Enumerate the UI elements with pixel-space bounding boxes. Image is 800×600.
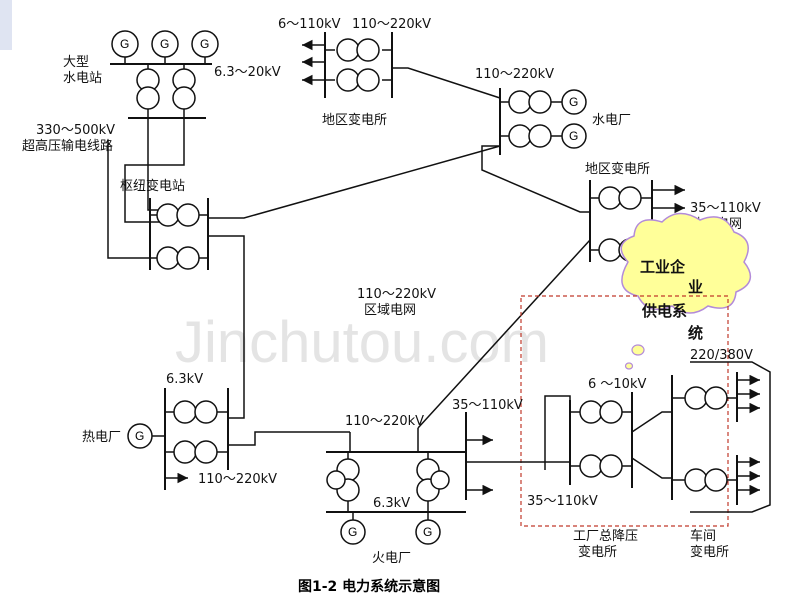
factory-dashed-boundary: [520, 295, 729, 527]
transformer-icon: [173, 440, 218, 464]
label-thermal-plant: 热电厂: [82, 430, 121, 445]
cloud-text-4: 统: [688, 324, 703, 342]
svg-text:G: G: [423, 525, 432, 539]
svg-text:G: G: [120, 37, 129, 51]
hydro-power-plant: G G: [499, 88, 587, 155]
generator-icon: G: [340, 519, 366, 545]
transformer-icon: [684, 468, 728, 492]
svg-text:G: G: [348, 525, 357, 539]
transformer-icon: [156, 246, 200, 270]
cloud-text-1: 工业企: [640, 258, 686, 276]
label-ehv-2: 超高压输电线路: [22, 138, 113, 154]
svg-text:G: G: [160, 37, 169, 51]
label-regional-top-v1: 6～110kV: [278, 17, 341, 32]
label-thermal-v2: 110～220kV: [198, 472, 277, 487]
svg-text:G: G: [569, 95, 578, 109]
label-regional-right: 地区变电所: [585, 161, 650, 177]
label-fire-out-voltage: 35～110kV: [452, 398, 523, 413]
generator-icon: G: [111, 30, 139, 58]
label-factory-main-2: 变电所: [578, 544, 617, 560]
label-regional-grid-1: 110～220kV: [357, 287, 436, 302]
label-factory-v2: 220/380V: [690, 348, 753, 363]
label-large-hydro-1: 大型: [63, 55, 89, 70]
transformer-icon: [156, 203, 200, 227]
label-factory-v1: 6 ～10kV: [588, 377, 646, 392]
generator-icon: G: [561, 123, 587, 149]
hub-substation: [149, 198, 209, 270]
generator-icon: G: [191, 30, 219, 58]
generator-icon: G: [415, 519, 441, 545]
cloud-text-3: 供电系: [641, 302, 687, 320]
transformer-icon: [579, 400, 623, 424]
svg-text:G: G: [569, 129, 578, 143]
label-factory-main-1: 工厂总降压: [573, 529, 638, 544]
label-workshop-1: 车间: [690, 528, 716, 544]
label-hydro-plant: 水电厂: [592, 113, 631, 128]
label-workshop-2: 变电所: [690, 544, 729, 560]
label-fire-bus-voltage: 110～220kV: [345, 414, 424, 429]
transformer-icon: [336, 68, 380, 92]
transformer-icon: [579, 454, 623, 478]
generator-icon: G: [127, 423, 153, 449]
transformer-icon: [136, 68, 160, 110]
generator-icon: G: [151, 30, 179, 58]
thermal-heat-plant: G: [127, 388, 229, 490]
factory-main-substation: [544, 392, 672, 488]
label-regional-top: 地区变电所: [322, 112, 387, 128]
label-regional-grid-2: 区域电网: [364, 303, 416, 318]
label-fire-gen-voltage: 6.3kV: [373, 496, 410, 511]
label-large-hydro-2: 水电站: [63, 71, 102, 86]
svg-text:G: G: [200, 37, 209, 51]
figure-caption: 图1-2 电力系统示意图: [298, 578, 440, 595]
label-regional-top-v2: 110～220kV: [352, 17, 431, 32]
transformer-icon: [598, 186, 642, 210]
watermark-text: Jinchutou.com: [175, 310, 549, 375]
large-hydro-station: G G G: [110, 30, 219, 119]
label-hydro-voltage: 6.3～20kV: [214, 65, 281, 80]
svg-text:G: G: [135, 429, 144, 443]
cloud-text-2: 业: [688, 278, 703, 296]
label-regional-right-v1: 35～110kV: [690, 201, 761, 216]
transformer-icon: [172, 68, 196, 110]
label-ehv-1: 330～500kV: [36, 123, 115, 138]
regional-substation-top: [302, 32, 393, 98]
label-hydro-plant-voltage: 110～220kV: [475, 67, 554, 82]
slide-corner-accent: [0, 0, 12, 50]
fire-power-plant: G G: [326, 412, 570, 545]
transformer-icon: [684, 386, 728, 410]
label-factory-v3: 35～110kV: [527, 494, 598, 509]
industrial-supply-cloud: [620, 212, 752, 370]
transformer-icon: [508, 90, 552, 114]
transformer-icon: [508, 124, 552, 148]
transformer-icon: [416, 458, 450, 502]
label-thermal-v1: 6.3kV: [166, 372, 203, 387]
transformer-icon: [326, 458, 360, 502]
workshop-substation: [671, 361, 771, 513]
transformer-icon: [173, 400, 218, 424]
label-fire-plant: 火电厂: [372, 551, 411, 566]
generator-icon: G: [561, 89, 587, 115]
label-hub-substation: 枢纽变电站: [120, 178, 185, 194]
transformer-icon: [336, 38, 380, 62]
